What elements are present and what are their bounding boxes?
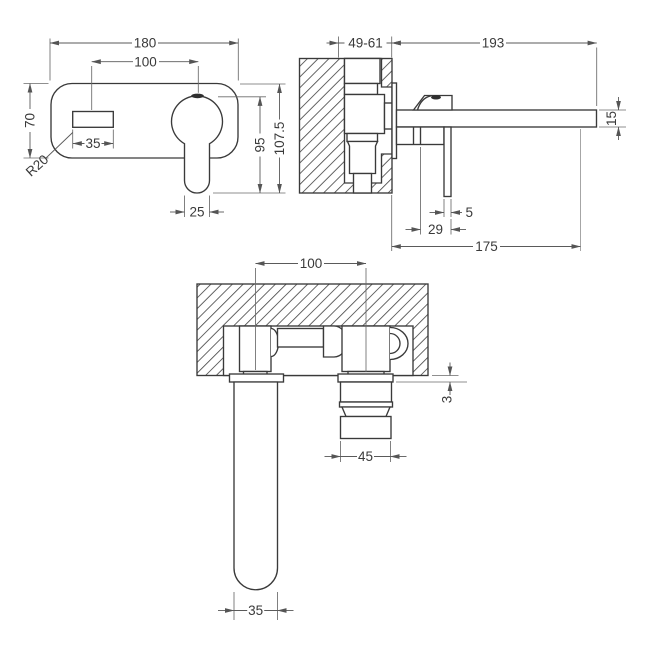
dim-label-plan-hole-centres: 100 [300,256,323,271]
dim-label-side-spout-length: 193 [482,36,505,51]
handle-collar-plan [338,401,394,408]
valve-substep [346,132,379,143]
valve-bottom-pipe [352,172,373,194]
spout-side [395,109,598,128]
handle-grip-plan [339,415,392,440]
dim-label-front-corner-radius: R20 [23,152,51,180]
handle-base-dome-plan [389,326,409,361]
valve-lower-block [346,140,379,175]
dim-side-lever-thickness: 5 [429,199,474,220]
dim-plan-flange-depth: 3 [396,362,467,404]
dim-side-spout-height: 15 [599,97,626,140]
valve-top-block [343,57,381,85]
dim-side-lever-offset: 29 [405,147,466,237]
handle-index-mark-front [191,93,204,99]
dim-side-recess-depth: 49-61 [326,36,404,58]
dim-label-front-plate-width: 180 [134,36,157,51]
handle-body-plan [339,381,393,403]
dim-front-overall-height: 107.5 [240,83,287,194]
handle-flange-plan [337,373,394,383]
dim-front-handle-width: 25 [170,195,224,220]
dim-side-spout-length: 193 [391,36,598,106]
dim-label-front-outlet-width: 35 [85,136,100,151]
dim-label-front-handle-width: 25 [189,205,204,220]
dim-label-side-spout-height: 15 [604,111,619,126]
dim-label-front-hole-centres: 100 [134,54,157,69]
dim-front-plate-height: 70 [23,83,49,159]
handle-waist-plan [340,406,392,418]
plan-view [196,283,429,591]
dim-label-side-recess-depth: 49-61 [348,36,383,51]
spout-outlet-front [72,110,114,128]
valve-step [343,82,379,96]
lever-cap-seam [416,95,432,111]
side-dimensions: 49-61 193 15 5 [326,36,626,254]
dim-front-hole-centres: 100 [91,54,199,110]
dim-side-spout-reach: 175 [391,129,581,254]
dim-label-plan-handle-body-width: 45 [358,449,373,464]
valve-main-body [343,93,386,135]
dim-label-front-plate-height: 70 [23,113,38,128]
handle-index-mark-side [431,95,441,100]
dim-front-handle-height: 95 [213,96,286,194]
valve-axle [383,102,393,130]
dim-label-side-lever-offset: 29 [428,222,443,237]
handle-lever-front [170,95,224,194]
side-view [298,57,598,198]
dim-label-side-lever-thickness: 5 [466,205,474,220]
front-dimensions: 180 100 70 35 R20 [23,36,288,220]
dim-label-plan-flange-depth: 3 [440,396,455,404]
lever-bar-side [443,126,452,198]
spout-tube-plan [233,381,279,591]
dim-plan-spout-width: 35 [218,592,294,620]
handle-base-inner-arc [389,332,401,355]
dim-front-plate-width: 180 [49,36,239,81]
dim-label-front-overall-height: 107.5 [272,122,287,156]
dim-plan-hole-centres: 100 [255,256,367,372]
dim-plan-handle-body-width: 45 [324,441,407,464]
front-view [50,82,239,194]
dim-label-side-spout-reach: 175 [475,239,498,254]
spout-flange-plan [228,373,285,383]
dim-label-plan-spout-width: 35 [248,603,263,618]
plan-dimensions: 100 3 45 35 [218,256,467,620]
dim-label-front-handle-height: 95 [253,137,268,152]
connecting-pipe-plan [276,327,325,348]
